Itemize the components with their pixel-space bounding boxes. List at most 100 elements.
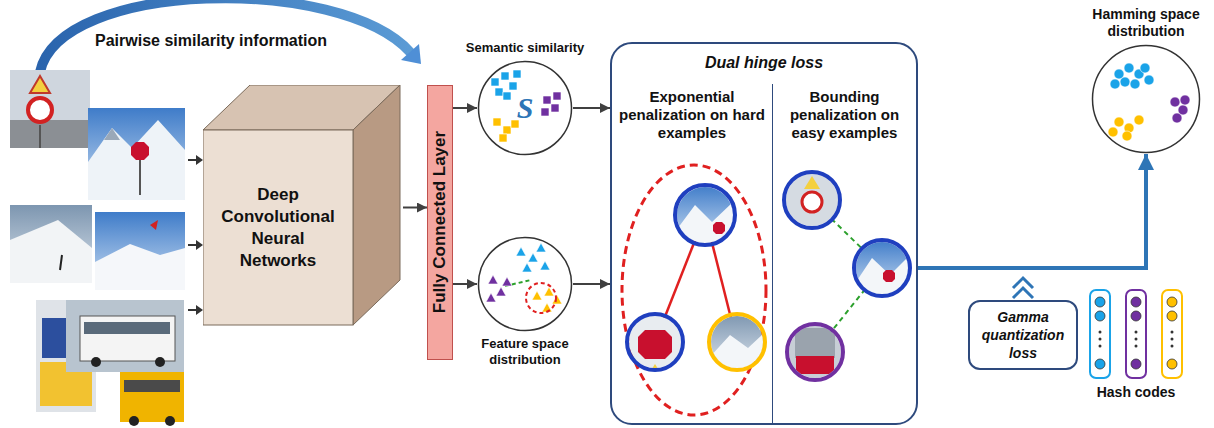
quantization-arrow (1013, 278, 1033, 298)
hash-code-columns (1126, 290, 1146, 378)
cluster-point (488, 275, 498, 284)
connector-arrow (403, 207, 427, 209)
cluster-point (1110, 79, 1120, 89)
hard-example-illustration (675, 185, 735, 245)
input-photo (120, 372, 184, 422)
circle-heading: Hamming space distribution (1084, 6, 1208, 40)
hash-code-columns (1131, 359, 1141, 369)
cluster-point (1108, 127, 1118, 137)
circle-heading: Feature space distribution (460, 336, 590, 368)
hamming-circle: Hamming space distribution (1084, 6, 1208, 158)
similarity-circle: Semantic similarityS (460, 40, 590, 160)
hash-code-columns (1099, 331, 1102, 334)
hard-example-panel: Exponential penalization on hard example… (612, 84, 772, 423)
circle-shape: S (477, 60, 573, 156)
easy-example-illustration (854, 240, 910, 296)
input-arrow (188, 309, 196, 311)
cluster-point (553, 92, 561, 100)
hash-code-columns (1171, 345, 1174, 348)
cluster-point (1130, 79, 1140, 89)
input-photo (60, 255, 62, 270)
hard-example-illustration (627, 314, 683, 380)
panel-heading: Bounding penalization on easy examples (779, 88, 910, 142)
cluster-point (502, 277, 512, 286)
hash-code-columns (1135, 331, 1138, 334)
cluster-point (1124, 63, 1134, 73)
cluster-point (491, 78, 499, 86)
hard-example-illustration (627, 314, 683, 370)
circle-outline (1091, 44, 1201, 154)
cluster-point (1172, 113, 1182, 123)
easy-example-illustration (784, 172, 840, 228)
hard-example-illustration (713, 222, 725, 234)
group-title: Dual hinge loss (612, 44, 916, 72)
fc-layer-bar: Fully Connected Layer (427, 85, 453, 360)
cluster-point (1114, 117, 1124, 127)
hash-code-columns (1167, 359, 1177, 369)
cluster-point (1120, 77, 1130, 87)
hard-example-illustration (638, 330, 672, 359)
input-photo (84, 322, 170, 334)
hard-example-illustration (675, 185, 735, 245)
hard-example-illustration (627, 314, 683, 370)
easy-example-illustration (787, 324, 843, 380)
input-photo (95, 244, 185, 290)
hash-code-columns (1171, 331, 1174, 334)
input-photo (155, 357, 165, 367)
input-photo (10, 220, 92, 283)
input-photo (131, 142, 149, 160)
input-arrow (188, 155, 203, 315)
similarity-symbol: S (477, 60, 573, 156)
cube-side (353, 85, 400, 325)
cluster-point (486, 293, 496, 302)
input-photo (39, 125, 41, 148)
cluster-point (552, 295, 562, 304)
cluster-point (516, 247, 526, 256)
easy-example-illustration (787, 324, 843, 380)
easy-example-illustration (854, 240, 910, 296)
loss-panel: Dual hinge lossExponential penalization … (610, 42, 918, 425)
hash-code-columns (1095, 297, 1105, 307)
input-photo (150, 220, 158, 230)
hash-code-columns (1135, 338, 1138, 341)
cluster-point (540, 261, 550, 270)
hash-code-label: Hash codes (1070, 384, 1202, 400)
connector-arrow (453, 107, 477, 109)
input-photo (66, 300, 184, 372)
cnn-block: Deep Convolutional Neural Networks (203, 85, 403, 330)
hard-example-illustration (675, 185, 735, 245)
cluster-point (1180, 95, 1190, 105)
circle-shape (477, 236, 573, 332)
easy-example-illustration (784, 172, 910, 380)
layer-label: Fully Connected Layer (427, 85, 453, 360)
input-photo (80, 316, 175, 361)
cluster-point (532, 291, 542, 300)
hard-example-illustration (622, 165, 766, 415)
input-arrow (188, 159, 196, 161)
easy-example-illustration (784, 172, 840, 228)
easy-example-illustration (883, 270, 895, 282)
easy-example-illustration (804, 176, 820, 189)
easy-example-illustration (784, 172, 840, 228)
cluster-point (503, 126, 511, 134)
easy-example-illustration (802, 192, 822, 212)
connector-arrow (573, 283, 610, 285)
input-photo (129, 416, 139, 426)
cluster-point (509, 82, 517, 90)
input-photo (91, 357, 101, 367)
hard-example-illustration (709, 314, 765, 370)
quantization-box: Gamma quantization loss (968, 300, 1078, 370)
cluster-point (1144, 75, 1154, 85)
hash-code-columns (1167, 311, 1177, 321)
circle-outline (1093, 46, 1200, 153)
input-photo (88, 120, 185, 200)
pairwise-arrow (40, 0, 421, 72)
cluster-point (1140, 63, 1150, 73)
input-photo (10, 70, 185, 426)
flow-arrow (918, 154, 1146, 268)
input-photo (139, 158, 141, 195)
connector-arrow (573, 107, 610, 109)
hash-code-columns (1167, 297, 1177, 307)
hash-code-columns (1099, 345, 1102, 348)
